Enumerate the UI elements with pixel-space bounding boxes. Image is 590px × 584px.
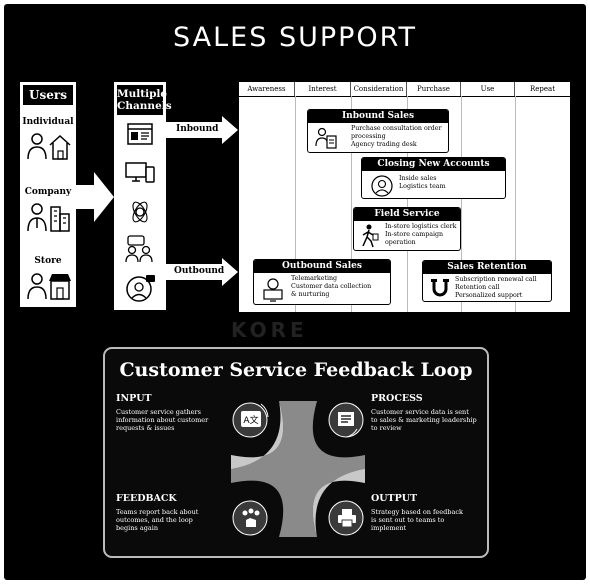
- translate-icon: A文: [241, 411, 261, 427]
- card-line: operation: [385, 239, 416, 246]
- stage-header-underline: [239, 96, 570, 97]
- card-closing-text: Inside sales Logistics team: [399, 175, 446, 191]
- card-line: processing: [351, 133, 386, 140]
- stage-consideration: Consideration: [351, 82, 407, 96]
- stage-purchase: Purchase: [407, 82, 461, 96]
- card-outbound-sales: Outbound Sales Telemarketing Customer da…: [253, 259, 391, 305]
- page-title: SALES SUPPORT: [173, 22, 417, 53]
- process-heading: PROCESS: [371, 393, 423, 404]
- input-heading: INPUT: [116, 393, 152, 404]
- card-line: Agency trading desk: [351, 141, 417, 148]
- text-line: to review: [371, 424, 402, 432]
- card-line: In-store campaign: [385, 231, 444, 238]
- person-house-icon: [27, 133, 71, 160]
- network-icon: [132, 201, 148, 223]
- channels-column: Multiple Channels: [114, 82, 172, 310]
- stage-interest: Interest: [295, 82, 351, 96]
- inbound-label: Inbound: [176, 124, 219, 134]
- card-line: Personalized support: [455, 292, 523, 299]
- stage-awareness: Awareness: [239, 82, 295, 96]
- team-feedback-icon: [242, 508, 260, 527]
- card-line: Logistics team: [399, 183, 446, 190]
- text-line: outcomes, and the loop: [116, 516, 193, 524]
- card-field-text: In-store logistics clerk In-store campai…: [385, 223, 456, 247]
- card-closing-title: Closing New Accounts: [362, 158, 505, 171]
- card-sales-retention: Sales Retention Subscription renewal cal…: [422, 260, 552, 302]
- card-line: In-store logistics clerk: [385, 223, 457, 230]
- card-closing-new-accounts: Closing New Accounts Inside sales Logist…: [361, 157, 506, 199]
- printer-icon: [338, 509, 356, 528]
- card-outbound-title: Outbound Sales: [254, 260, 390, 273]
- inbound-arrow: [166, 116, 238, 144]
- stage-divider: [351, 96, 352, 312]
- group-chat-icon: [125, 235, 153, 263]
- channels-heading: Multiple Channels: [117, 85, 172, 115]
- user-label-individual: Individual: [22, 117, 74, 127]
- stage-divider: [295, 96, 296, 312]
- channels-heading-line2: Channels: [117, 100, 172, 112]
- card-inbound-sales-title: Inbound Sales: [308, 110, 448, 123]
- card-line: Inside sales: [399, 175, 437, 182]
- card-retention-title: Sales Retention: [423, 261, 551, 274]
- magnet-icon: [431, 279, 449, 297]
- channels-heading-line1: Multiple: [117, 88, 168, 100]
- card-outbound-text: Telemarketing Customer data collection &…: [291, 275, 371, 299]
- card-line: Telemarketing: [291, 275, 338, 282]
- watermark-logo: KORE: [231, 318, 308, 342]
- process-text: Customer service data is sent to sales &…: [371, 408, 477, 432]
- text-line: information about customer: [116, 416, 209, 424]
- card-retention-text: Subscription renewal call Retention call…: [455, 276, 537, 300]
- devices-icon: [125, 162, 155, 183]
- person-building-icon: [27, 203, 70, 232]
- text-line: Customer service data is sent: [371, 408, 469, 416]
- outbound-arrow: [166, 258, 238, 286]
- person-store-icon: [27, 273, 71, 300]
- user-label-store: Store: [34, 256, 62, 266]
- card-line: Subscription renewal call: [455, 276, 537, 283]
- card-line: Purchase consultation order: [351, 125, 442, 132]
- stage-divider: [461, 96, 462, 312]
- feedback-text: Teams report back about outcomes, and th…: [116, 508, 198, 532]
- text-line: Strategy based on feedback: [371, 508, 463, 516]
- stage-repeat: Repeat: [529, 85, 556, 93]
- card-line: Customer data collection: [291, 283, 372, 290]
- customer-journey-panel: Awareness Interest Consideration Purchas…: [239, 82, 570, 312]
- output-text: Strategy based on feedback is sent out t…: [371, 508, 463, 532]
- text-line: begins again: [116, 524, 159, 532]
- card-field-service: Field Service In-store logistics clerk I…: [353, 207, 461, 251]
- output-heading: OUTPUT: [371, 493, 418, 504]
- headset-agent-icon: [126, 275, 155, 302]
- card-inbound-sales-text: Purchase consultation order processing A…: [351, 125, 442, 149]
- order-clipboard-icon: [315, 127, 337, 149]
- text-line: implement: [371, 524, 407, 532]
- loop-title: Customer Service Feedback Loop: [119, 359, 473, 381]
- text-line: Teams report back about: [116, 508, 199, 516]
- card-line: Retention call: [455, 284, 500, 291]
- website-icon: [127, 123, 153, 145]
- svg-text:A文: A文: [243, 414, 258, 426]
- stage-divider: [515, 96, 516, 312]
- text-line: Customer service gathers: [116, 408, 201, 416]
- feedback-loop-panel: Customer Service Feedback Loop A文 INPUT …: [103, 347, 489, 558]
- document-review-icon: [338, 412, 354, 426]
- computer-agent-icon: [263, 278, 283, 302]
- users-to-channels-arrow: [76, 172, 114, 222]
- outbound-label: Outbound: [174, 266, 225, 276]
- agent-headset-icon: [371, 175, 393, 197]
- feedback-heading: FEEDBACK: [116, 493, 177, 504]
- user-label-company: Company: [24, 187, 72, 197]
- users-heading: Users: [23, 85, 73, 105]
- text-line: is sent out to teams to: [371, 516, 445, 524]
- walking-person-icon: [362, 224, 379, 248]
- text-line: requests & issues: [116, 424, 175, 432]
- card-line: & nurturing: [291, 291, 330, 298]
- text-line: to sales & marketing leadership: [371, 416, 477, 424]
- card-field-title: Field Service: [354, 208, 460, 221]
- input-text: Customer service gathers information abo…: [116, 408, 208, 432]
- card-inbound-sales: Inbound Sales Purchase consultation orde…: [307, 109, 449, 153]
- users-column: Users Individual Company Store: [20, 82, 76, 307]
- stage-divider: [407, 96, 408, 312]
- stage-use: Use: [461, 82, 515, 96]
